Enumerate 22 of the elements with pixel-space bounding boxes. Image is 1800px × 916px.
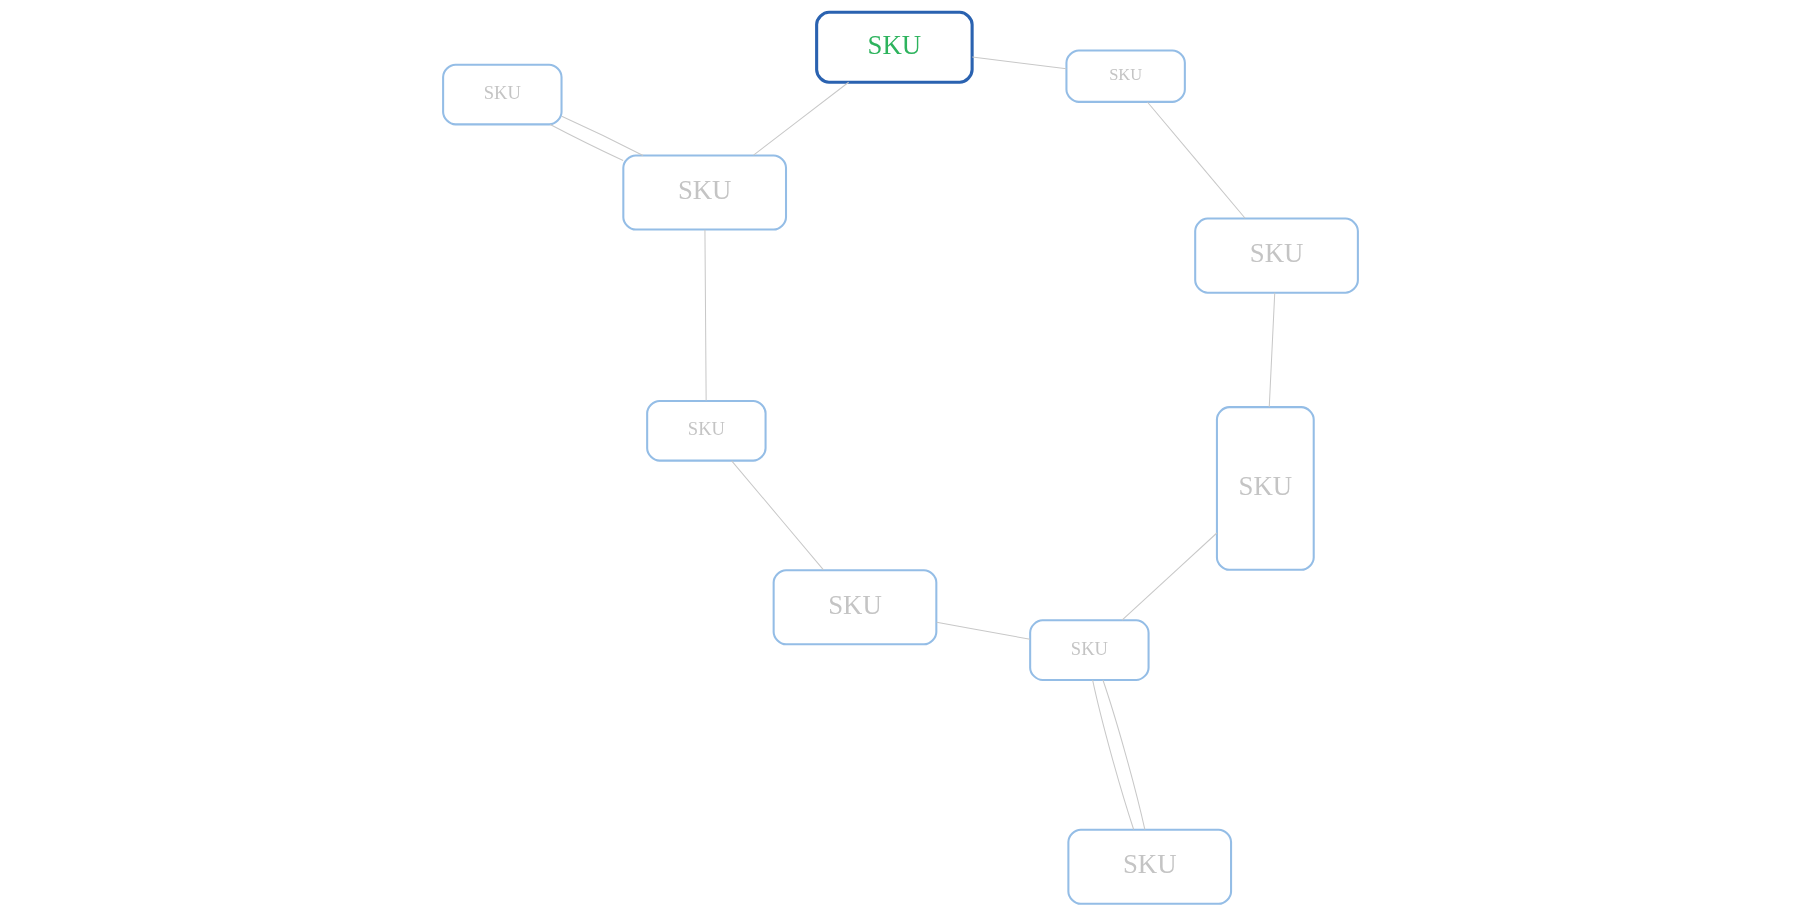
node-box: SKU: [621, 154, 787, 231]
connector: [1268, 292, 1275, 408]
connector: [730, 460, 824, 571]
connector: [935, 621, 1031, 640]
node-box: SKU: [1028, 619, 1150, 682]
connector: [549, 123, 624, 162]
connector: [971, 56, 1067, 70]
node-box: SKU: [814, 10, 974, 84]
node-box: SKU: [1066, 828, 1232, 905]
node-box: SKU: [645, 399, 767, 462]
connector: [560, 115, 644, 156]
connector: [752, 81, 849, 156]
connector: [1101, 679, 1145, 831]
connector: [1121, 532, 1217, 621]
node-box: SKU: [772, 569, 937, 646]
connector: [703, 229, 707, 402]
node-box: SKU: [1215, 406, 1315, 571]
connector: [1091, 679, 1134, 830]
connector: [1146, 101, 1246, 219]
node-box: SKU: [1064, 49, 1186, 103]
node-box: SKU: [441, 63, 563, 126]
node-box: SKU: [1193, 217, 1359, 294]
